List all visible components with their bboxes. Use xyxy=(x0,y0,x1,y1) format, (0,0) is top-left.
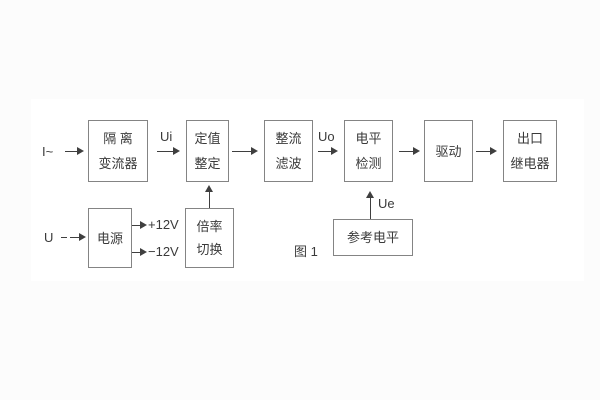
block-line: 滤波 xyxy=(275,155,302,171)
arrow-rectifier-to-level xyxy=(318,147,338,155)
label-minus-12v: −12V xyxy=(148,244,179,259)
block-rectifier-filter: 整流 滤波 xyxy=(264,120,313,182)
block-output-relay: 出口 继电器 xyxy=(503,120,557,182)
block-line: 继电器 xyxy=(510,155,550,171)
label-signal-ui: Ui xyxy=(160,129,173,144)
label-signal-ue: Ue xyxy=(378,196,395,211)
block-line: 电平 xyxy=(355,131,382,147)
label-signal-uo: Uo xyxy=(318,129,335,144)
arrow-setpoint-to-rectifier xyxy=(232,147,258,155)
block-line: 定值 xyxy=(194,131,221,147)
arrow-ratio-to-setpoint xyxy=(205,185,213,208)
label-plus-12v: +12V xyxy=(148,217,179,232)
block-line: 驱动 xyxy=(435,143,462,159)
block-level-detect: 电平 检测 xyxy=(344,120,393,182)
arrow-reference-to-level xyxy=(366,191,374,219)
block-ratio-switch: 倍率 切换 xyxy=(185,208,234,268)
block-setpoint-adjust: 定值 整定 xyxy=(186,120,229,182)
block-drive: 驱动 xyxy=(424,120,473,182)
arrow-drive-to-relay xyxy=(476,147,497,155)
block-line: 整流 xyxy=(275,131,302,147)
voltage-lead-dash xyxy=(61,237,67,238)
arrow-level-to-drive xyxy=(399,147,420,155)
block-line: 出口 xyxy=(516,131,543,147)
block-line: 倍率 xyxy=(196,218,223,234)
block-line: 变流器 xyxy=(98,155,138,171)
arrow-power-minus12 xyxy=(132,248,147,256)
figure-caption: 图 1 xyxy=(294,244,318,259)
block-isolation-transformer: 隔 离 变流器 xyxy=(88,120,148,182)
block-power-supply: 电源 xyxy=(88,208,132,268)
arrow-power-plus12 xyxy=(132,221,147,229)
arrow-voltage-to-power xyxy=(70,233,86,241)
block-line: 切换 xyxy=(196,242,223,258)
block-line: 电源 xyxy=(96,230,123,246)
block-line: 参考电平 xyxy=(346,230,399,245)
block-line: 整定 xyxy=(194,155,221,171)
block-line: 检测 xyxy=(355,155,382,171)
arrow-isolation-to-setpoint xyxy=(157,147,180,155)
arrow-current-to-isolation xyxy=(65,147,84,155)
block-reference-level: 参考电平 xyxy=(333,219,413,256)
label-voltage-input: U xyxy=(44,230,54,245)
block-line: 隔 离 xyxy=(103,131,133,147)
label-current-input: I~ xyxy=(42,144,54,159)
